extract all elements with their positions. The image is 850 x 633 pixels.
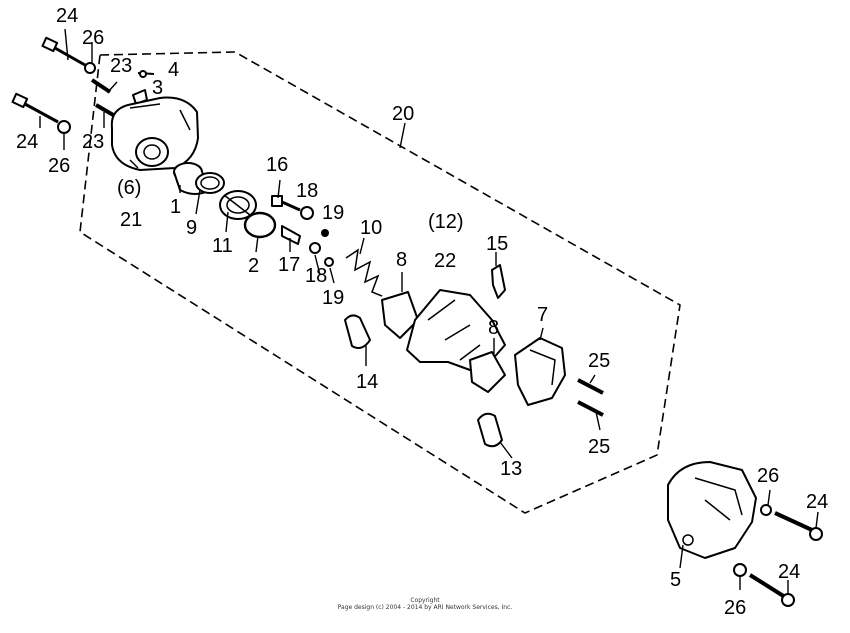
callout-23-top: 23: [110, 55, 133, 77]
callout-16: 16: [266, 154, 289, 176]
clip-19-a: [321, 229, 329, 237]
callout-24-left: 24: [16, 131, 39, 153]
callout-3: 3: [152, 77, 164, 99]
boot-11: [219, 190, 257, 220]
clip-15: [491, 264, 506, 299]
callout-15: 15: [486, 233, 509, 255]
bolt-24-left: [11, 92, 59, 124]
callout-22: 22: [434, 250, 457, 272]
callout-18-a: 18: [296, 180, 319, 202]
callout-2: 2: [248, 255, 260, 277]
retainer-7: [514, 337, 566, 406]
callout-20: 20: [392, 103, 415, 125]
bolt-24-top-left: [41, 36, 86, 67]
shim-13: [477, 412, 503, 448]
clip-19-b: [324, 257, 334, 267]
spring-10: [345, 248, 383, 297]
cap-4: [137, 70, 155, 78]
copyright-credit: Page design (c) 2004 - 2014 by ARI Netwo…: [337, 604, 513, 611]
washer-26-right-1: [760, 504, 772, 516]
pin-16: [271, 195, 301, 212]
callout-1: 1: [170, 196, 182, 218]
pad-8-a: [381, 291, 419, 339]
caliper-body-21: [110, 96, 199, 171]
bolt-25-a: [577, 378, 604, 395]
callout-26-left: 26: [48, 155, 71, 177]
callout-26-right-1: 26: [757, 465, 780, 487]
assembly-boundary-dashed: [79, 51, 681, 514]
callout-26-top-left: 26: [82, 27, 105, 49]
callout-13: 13: [500, 458, 523, 480]
callout-25-a: 25: [588, 350, 611, 372]
callout-8-a: 8: [396, 249, 408, 271]
washer-26-right-2: [733, 563, 747, 577]
o-ring-2: [243, 211, 277, 239]
bolt-24-right-1: [774, 511, 823, 541]
callout-25-b: 25: [588, 436, 611, 458]
washer-26-left: [57, 120, 71, 134]
callout-6: (6): [117, 177, 142, 199]
pad-8-b: [469, 351, 506, 393]
callout-8-b: 8: [488, 317, 500, 339]
callout-24-top-left: 24: [56, 5, 79, 27]
copyright-label: Copyright: [410, 597, 440, 604]
pin-17: [281, 225, 301, 245]
callout-18-b: 18: [305, 265, 328, 287]
washer-26-top-left: [84, 62, 96, 74]
callout-21: 21: [120, 209, 143, 231]
callout-19-b: 19: [322, 287, 345, 309]
callout-4: 4: [168, 59, 180, 81]
shim-14: [344, 314, 371, 349]
callout-9: 9: [186, 217, 198, 239]
callout-7: 7: [537, 304, 549, 326]
callout-26-right-2: 26: [724, 597, 747, 619]
leader-lines: [39, 28, 819, 594]
callout-24-right-2: 24: [778, 561, 801, 583]
caliper-assembly-5: [667, 461, 757, 559]
callout-17: 17: [278, 254, 301, 276]
bleed-screw-23: [90, 78, 117, 118]
callout-10: 10: [360, 217, 383, 239]
callout-24-right-1: 24: [806, 491, 829, 513]
callout-12: (12): [428, 211, 464, 233]
seal-9: [195, 172, 225, 194]
boot-18-a: [300, 206, 314, 220]
callout-19-a: 19: [322, 202, 345, 224]
callout-23-left: 23: [82, 131, 105, 153]
bracket-22: [406, 289, 506, 371]
callout-14: 14: [356, 371, 379, 393]
boot-18-b: [309, 242, 321, 254]
callout-11: 11: [212, 235, 233, 257]
callout-5: 5: [670, 569, 682, 591]
bolt-25-b: [577, 400, 604, 417]
